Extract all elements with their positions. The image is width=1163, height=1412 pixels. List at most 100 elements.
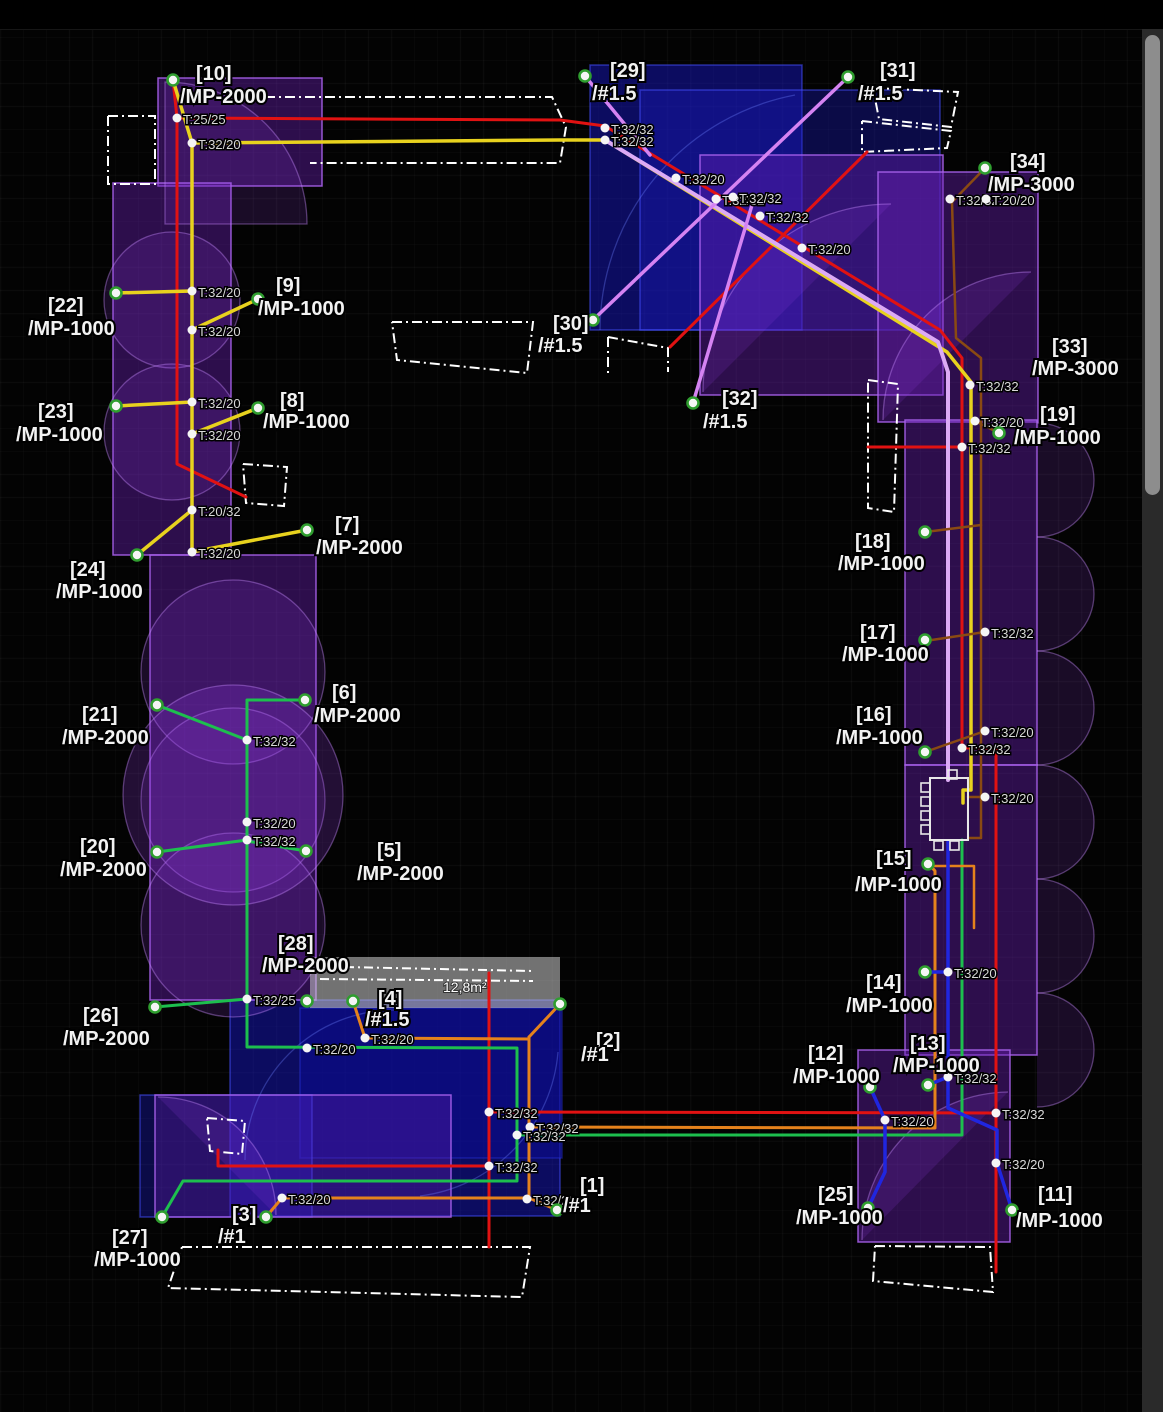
pipe-green-branch-21[interactable] bbox=[155, 703, 249, 742]
pipe-green-branch-20[interactable] bbox=[155, 838, 249, 854]
terminal-node-[27][interactable] bbox=[155, 1210, 169, 1224]
terminal-node-[7][interactable] bbox=[300, 523, 314, 537]
terminal-node-[21][interactable] bbox=[150, 698, 164, 712]
tee-node[interactable] bbox=[957, 442, 967, 452]
tee-node[interactable] bbox=[242, 817, 252, 827]
tee-node[interactable] bbox=[980, 792, 990, 802]
tee-node[interactable] bbox=[242, 994, 252, 1004]
pipe-red-diagonal[interactable] bbox=[668, 150, 869, 349]
tee-node[interactable] bbox=[981, 194, 991, 204]
tee-node[interactable] bbox=[797, 243, 807, 253]
terminal-node-[23][interactable] bbox=[109, 399, 123, 413]
tee-node[interactable] bbox=[187, 286, 197, 296]
pipe-green-branch-27[interactable] bbox=[160, 1133, 519, 1219]
pipe-violet-32-feed[interactable] bbox=[691, 203, 754, 405]
manifold-symbol[interactable] bbox=[929, 777, 969, 841]
terminal-node-[31][interactable] bbox=[841, 70, 855, 84]
pipe-yellow-branch-24[interactable] bbox=[135, 508, 194, 557]
pipe-brown-branch-18[interactable] bbox=[923, 523, 983, 534]
pipe-yellow-branch-8[interactable] bbox=[190, 406, 260, 436]
tee-node[interactable] bbox=[242, 835, 252, 845]
tee-node[interactable] bbox=[242, 735, 252, 745]
terminal-node-[25][interactable] bbox=[861, 1201, 875, 1215]
pipe-red-left-riser[interactable] bbox=[175, 116, 248, 499]
tee-node[interactable] bbox=[187, 138, 197, 148]
pipe-green-branch-5[interactable] bbox=[245, 839, 308, 853]
tee-node[interactable] bbox=[484, 1161, 494, 1171]
terminal-node-[16][interactable] bbox=[918, 745, 932, 759]
tee-node[interactable] bbox=[991, 1158, 1001, 1168]
tee-node[interactable] bbox=[970, 416, 980, 426]
terminal-node-[29][interactable] bbox=[578, 69, 592, 83]
terminal-node-[20][interactable] bbox=[150, 845, 164, 859]
tee-node[interactable] bbox=[360, 1033, 370, 1043]
pipe-violet-31-30[interactable] bbox=[591, 75, 850, 322]
tee-node[interactable] bbox=[600, 123, 610, 133]
tee-node[interactable] bbox=[671, 173, 681, 183]
tee-node[interactable] bbox=[945, 194, 955, 204]
tee-node[interactable] bbox=[187, 397, 197, 407]
terminal-node-[18][interactable] bbox=[918, 525, 932, 539]
pipe-yellow-branch-22[interactable] bbox=[114, 289, 194, 295]
pipe-brown-branch-17[interactable] bbox=[923, 630, 987, 643]
tee-node[interactable] bbox=[728, 192, 738, 202]
terminal-node-[9][interactable] bbox=[251, 292, 265, 306]
pipe-blue-main[interactable] bbox=[946, 840, 1014, 1212]
pipe-green-branch-26[interactable] bbox=[153, 997, 249, 1009]
terminal-node-[15][interactable] bbox=[921, 857, 935, 871]
tee-node[interactable] bbox=[943, 967, 953, 977]
tee-node[interactable] bbox=[187, 505, 197, 515]
tee-node[interactable] bbox=[187, 547, 197, 557]
tee-node[interactable] bbox=[172, 113, 182, 123]
tee-node[interactable] bbox=[957, 743, 967, 753]
terminal-node-[28][interactable] bbox=[300, 994, 314, 1008]
terminal-node-[26][interactable] bbox=[148, 1000, 162, 1014]
terminal-node-[34][interactable] bbox=[978, 161, 992, 175]
pipe-yellow-branch-9[interactable] bbox=[190, 297, 260, 332]
tee-node[interactable] bbox=[600, 135, 610, 145]
pipe-orange-2-feed[interactable] bbox=[527, 1002, 562, 1039]
pipe-yellow-branch-7[interactable] bbox=[190, 528, 309, 554]
pipe-brown-branch-16[interactable] bbox=[923, 729, 987, 754]
terminal-node-[5][interactable] bbox=[299, 844, 313, 858]
tee-node[interactable] bbox=[187, 429, 197, 439]
pipe-green-main[interactable] bbox=[245, 698, 964, 1137]
tee-node[interactable] bbox=[277, 1193, 287, 1203]
terminal-node-[30][interactable] bbox=[586, 313, 600, 327]
terminal-node-[17][interactable] bbox=[918, 633, 932, 647]
tee-node[interactable] bbox=[512, 1130, 522, 1140]
pipe-yellow-branch-23[interactable] bbox=[114, 400, 194, 408]
tee-node[interactable] bbox=[302, 1043, 312, 1053]
terminal-node-[10][interactable] bbox=[166, 73, 180, 87]
scrollbar-track[interactable] bbox=[1142, 29, 1163, 1412]
pipe-red-branch-1166[interactable] bbox=[216, 1148, 491, 1168]
terminal-node-[19][interactable] bbox=[992, 426, 1006, 440]
terminal-node-[1][interactable] bbox=[550, 1203, 564, 1217]
terminal-node-[14][interactable] bbox=[918, 965, 932, 979]
scrollbar-thumb[interactable] bbox=[1145, 35, 1160, 495]
terminal-node-[11][interactable] bbox=[1005, 1203, 1019, 1217]
terminal-node-[32][interactable] bbox=[686, 396, 700, 410]
terminal-node-[6][interactable] bbox=[298, 693, 312, 707]
terminal-node-[24][interactable] bbox=[130, 548, 144, 562]
pipe-brown-main[interactable] bbox=[950, 166, 987, 840]
pipe-orange-15-stub[interactable] bbox=[927, 864, 976, 930]
terminal-node-[8][interactable] bbox=[251, 401, 265, 415]
tee-node[interactable] bbox=[755, 211, 765, 221]
tee-node[interactable] bbox=[980, 726, 990, 736]
tee-node[interactable] bbox=[965, 380, 975, 390]
pipe-blue-12-25[interactable] bbox=[866, 1085, 887, 1210]
terminal-node-[2][interactable] bbox=[553, 997, 567, 1011]
tee-node[interactable] bbox=[943, 1072, 953, 1082]
pipe-red-right-riser[interactable] bbox=[960, 445, 998, 1274]
pipe-yellow-top-run[interactable] bbox=[190, 138, 973, 805]
tee-node[interactable] bbox=[522, 1194, 532, 1204]
tee-node[interactable] bbox=[991, 1108, 1001, 1118]
tee-node[interactable] bbox=[711, 194, 721, 204]
tee-node[interactable] bbox=[525, 1122, 535, 1132]
terminal-node-[4][interactable] bbox=[346, 994, 360, 1008]
tee-node[interactable] bbox=[187, 325, 197, 335]
tee-node[interactable] bbox=[980, 627, 990, 637]
